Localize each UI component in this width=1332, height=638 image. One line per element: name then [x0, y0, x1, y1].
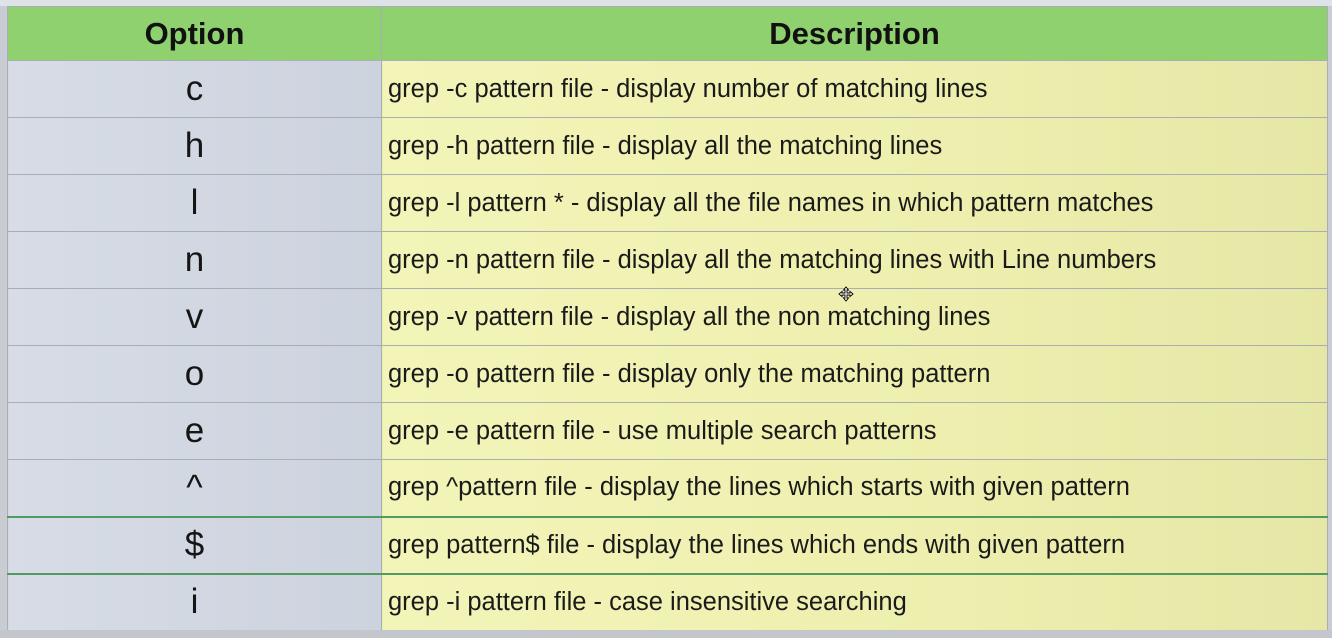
table-row: ^ grep ^pattern file - display the lines…: [7, 459, 1328, 517]
header-option[interactable]: Option: [7, 6, 382, 61]
option-cell[interactable]: h: [7, 117, 382, 175]
grep-options-table: Option Description c grep -c pattern fil…: [7, 6, 1328, 631]
table-row: i grep -i pattern file - case insensitiv…: [7, 573, 1328, 631]
bottom-edge: [0, 630, 1332, 638]
description-cell[interactable]: grep -v pattern file - display all the n…: [381, 288, 1328, 346]
table-row: h grep -h pattern file - display all the…: [7, 117, 1328, 175]
description-cell[interactable]: grep pattern$ file - display the lines w…: [381, 515, 1328, 575]
header-row: Option Description: [7, 6, 1328, 61]
option-cell[interactable]: v: [7, 288, 382, 346]
option-cell[interactable]: i: [7, 573, 382, 631]
description-cell[interactable]: grep -c pattern file - display number of…: [381, 60, 1328, 118]
move-cursor-icon: [838, 286, 854, 302]
description-cell[interactable]: grep -l pattern * - display all the file…: [381, 174, 1328, 232]
option-cell[interactable]: e: [7, 402, 382, 460]
table-row: c grep -c pattern file - display number …: [7, 60, 1328, 118]
option-cell[interactable]: ^: [7, 459, 382, 517]
table-row: o grep -o pattern file - display only th…: [7, 345, 1328, 403]
description-cell[interactable]: grep -i pattern file - case insensitive …: [381, 573, 1328, 631]
option-cell[interactable]: l: [7, 174, 382, 232]
top-strip: [0, 0, 1332, 6]
table-row-selected: $ grep pattern$ file - display the lines…: [7, 515, 1328, 575]
table-row: l grep -l pattern * - display all the fi…: [7, 174, 1328, 232]
table-row: e grep -e pattern file - use multiple se…: [7, 402, 1328, 460]
description-cell[interactable]: grep ^pattern file - display the lines w…: [381, 459, 1328, 517]
header-description[interactable]: Description: [381, 6, 1328, 61]
description-cell[interactable]: grep -o pattern file - display only the …: [381, 345, 1328, 403]
option-cell[interactable]: o: [7, 345, 382, 403]
option-cell[interactable]: n: [7, 231, 382, 289]
description-cell[interactable]: grep -e pattern file - use multiple sear…: [381, 402, 1328, 460]
option-cell[interactable]: c: [7, 60, 382, 118]
table-row: n grep -n pattern file - display all the…: [7, 231, 1328, 289]
description-cell[interactable]: grep -n pattern file - display all the m…: [381, 231, 1328, 289]
table-row: v grep -v pattern file - display all the…: [7, 288, 1328, 346]
description-cell[interactable]: grep -h pattern file - display all the m…: [381, 117, 1328, 175]
option-cell[interactable]: $: [7, 515, 382, 575]
